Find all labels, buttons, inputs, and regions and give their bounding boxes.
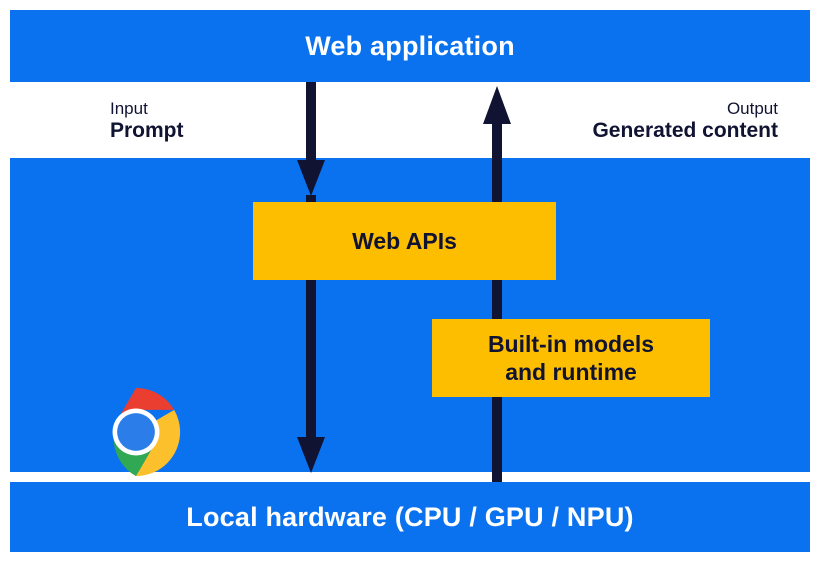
band-web-application-label: Web application: [305, 30, 515, 61]
box-builtin-models-label: Built-in models and runtime: [487, 330, 655, 385]
band-local-hardware: Local hardware (CPU / GPU / NPU): [10, 482, 810, 552]
box-web-apis: Web APIs: [253, 202, 556, 280]
flow-input-kicker: Input: [110, 99, 148, 118]
generated-content-arrow-stem: [492, 120, 502, 482]
box-web-apis-label: Web APIs: [352, 227, 457, 254]
chrome-logo-icon: [112, 387, 181, 477]
band-web-application: Web application: [10, 10, 810, 82]
prompt-arrow-head-lower: [297, 437, 325, 473]
generated-content-arrow-head: [483, 86, 511, 124]
flow-output-kicker: Output: [726, 99, 778, 118]
flow-label-input: Input Prompt: [110, 99, 184, 144]
prompt-arrow-stem-lower: [306, 195, 316, 443]
flow-output-value: Generated content: [592, 119, 778, 143]
prompt-arrow-head-upper: [297, 160, 325, 196]
box-builtin-models: Built-in models and runtime: [432, 319, 710, 397]
flow-label-output: Output Generated content: [592, 99, 778, 144]
band-local-hardware-label: Local hardware (CPU / GPU / NPU): [186, 501, 634, 532]
prompt-arrow-stem-upper: [306, 82, 316, 168]
flow-input-value: Prompt: [110, 119, 184, 143]
